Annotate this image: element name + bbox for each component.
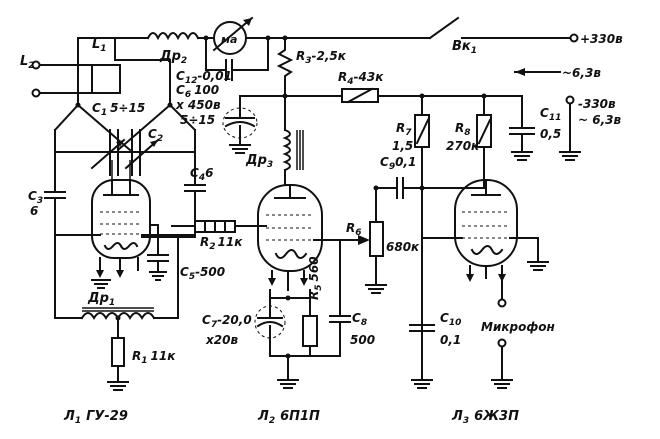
label-r4: R4-43к [338,70,384,87]
choke-dr3 [282,95,304,186]
label-c11: C11 [540,106,561,123]
label-plus330: +330в [580,32,623,46]
tube-gu29 [54,160,196,289]
label-c7-rating: x20в [205,333,238,347]
label-microphone: Микрофон [481,320,555,334]
resistor-r4 [284,87,523,104]
label-c12: C12-0,01 [176,69,232,86]
label-r6: R6 [346,221,362,238]
label-ac63: ~6,3в [562,66,601,80]
top-supply-bus [114,16,579,43]
label-c8: C8 [352,311,367,328]
label-vk1: Вк1 [452,39,477,56]
label-dr2: Др2 [159,49,187,66]
label-c6-rating: x 450в [175,98,221,112]
label-c10-value: 0,1 [440,333,461,347]
label-r5: R5560 [307,256,324,300]
label-c8-value: 500 [350,333,375,347]
label-c7: C7-20,0 [202,313,252,330]
label-c3: C3 [28,189,43,206]
label-l1: L1 [92,37,107,54]
capacitor-c6 [222,95,286,154]
label-c3-value: 6 [30,204,38,218]
label-dr1: Др1 [87,291,115,308]
choke-dr1 [54,236,179,391]
label-c9: C90,1 [380,155,416,172]
label-minus330: -330в [578,97,616,111]
label-c4: C46 [190,166,213,183]
label-c2: C2 [148,127,163,144]
label-l2: L2 [20,54,35,71]
label-c5: C5-500 [180,265,225,282]
cathode-network [254,289,351,389]
milliammeter: ма [203,16,271,81]
label-dr3: Др3 [245,153,273,170]
resistor-r3 [276,35,294,99]
label-c2-range: 5÷15 [180,113,215,127]
label-r3: R3-2,5к [296,49,347,66]
resistors-r7-r8 [375,95,492,389]
label-r6-value: 680к [386,240,420,254]
potentiometer-r6 [321,185,387,294]
component-labels: L2 L1 Др2 R3-2,5к Вк1 +330в ~6,3в -330в … [20,32,623,426]
tube-6zh3p [421,179,549,389]
meter-label: ма [221,33,237,46]
label-r7-value: 1,5 [392,139,413,153]
label-c10: C10 [440,311,461,328]
supply-terminals [514,68,581,161]
capacitor-c5 [147,224,169,281]
label-r7: R7 [396,121,412,138]
label-c11-value: 0,5 [540,127,561,141]
tank-circuit [31,37,206,236]
label-r8-value: 270к [446,139,480,153]
capacitor-c11 [509,95,535,161]
label-ac63b: ~ 6,3в [578,113,621,127]
label-r8: R8 [455,121,471,138]
